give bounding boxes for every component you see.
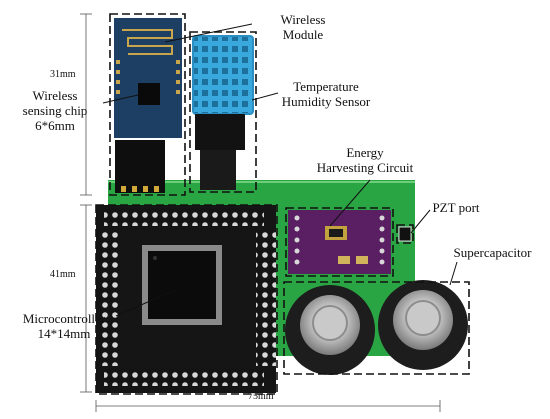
dashed-outlines [95, 13, 470, 395]
dimension-lines [80, 13, 441, 412]
label-temp-sensor: Temperature Humidity Sensor [281, 79, 371, 109]
pin-col-left [98, 230, 118, 366]
outline-energy [285, 207, 394, 277]
outline-temp-sensor [189, 31, 257, 193]
antenna-trace [122, 29, 173, 55]
temp-sensor-body [193, 36, 253, 114]
energy-chip-core [329, 229, 343, 237]
smd-part [356, 256, 368, 264]
outline-supercaps [283, 281, 470, 375]
energy-board [288, 210, 391, 274]
temp-sensor-base [195, 114, 245, 150]
outline-pzt-port [396, 224, 414, 244]
label-wireless-module: Wireless Module [280, 12, 326, 42]
pin-row-bottom [104, 368, 264, 386]
label-supercapacitor: Supercapacitor [453, 245, 532, 260]
pin-col-right [256, 230, 276, 366]
label-pzt-port: PZT port [432, 200, 480, 215]
pin-row-top [104, 208, 264, 226]
energy-side-pins [294, 215, 385, 265]
dim-height-bottom: 41mm [50, 269, 76, 280]
module-header-pins [121, 186, 159, 192]
label-microcontroller: Microcontroller 14*14mm [22, 311, 106, 341]
pzt-port-pad [398, 226, 412, 242]
label-wireless-chip: Wireless sensing chip 6*6mm [22, 88, 88, 133]
module-pads [116, 60, 180, 94]
dim-height-top: 31mm [50, 69, 76, 80]
outline-wireless-module [109, 13, 186, 196]
label-energy-circuit: Energy Harvesting Circuit [316, 145, 414, 175]
supercap-right-center [405, 300, 441, 336]
mcu-pin1-dot [153, 256, 157, 260]
smd-part [338, 256, 350, 264]
leader-lines [102, 23, 458, 317]
supercap-left-center [312, 305, 348, 341]
mcu-chip [148, 251, 216, 319]
module-header [115, 140, 165, 193]
outline-mcu [95, 204, 278, 395]
wireless-chip [138, 83, 160, 105]
temp-sensor-header [200, 150, 236, 190]
dim-width: 75mm [248, 391, 274, 402]
